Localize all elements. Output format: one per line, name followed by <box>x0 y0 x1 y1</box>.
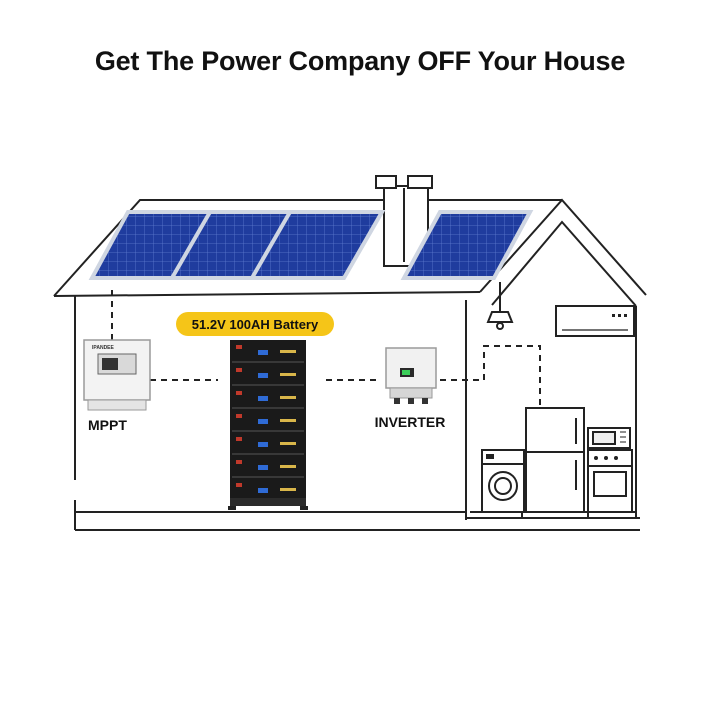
solar-panel-icon <box>248 210 386 280</box>
page-title: Get The Power Company OFF Your House <box>94 46 626 76</box>
chimney-icon <box>375 175 433 267</box>
wiring <box>111 290 541 410</box>
inverter-icon <box>385 347 437 404</box>
battery-rack-icon <box>228 340 308 510</box>
microwave-icon <box>587 427 631 449</box>
air-conditioner-icon <box>555 305 635 337</box>
washing-machine-icon <box>481 449 525 513</box>
battery-badge: 51.2V 100AH Battery <box>176 312 334 336</box>
ceiling-lamp-icon <box>486 282 514 330</box>
mppt-brand: IPANDEE <box>92 345 115 351</box>
mppt-controller-icon: IPANDEE <box>83 339 151 411</box>
battery-label: 51.2V 100AH Battery <box>192 317 319 332</box>
solar-panels <box>88 210 534 280</box>
oven-icon <box>587 449 633 513</box>
refrigerator-icon <box>521 407 589 519</box>
mppt-label: MPPT <box>88 417 127 433</box>
solar-panel-icon <box>400 210 534 280</box>
inverter-label: INVERTER <box>375 414 446 430</box>
